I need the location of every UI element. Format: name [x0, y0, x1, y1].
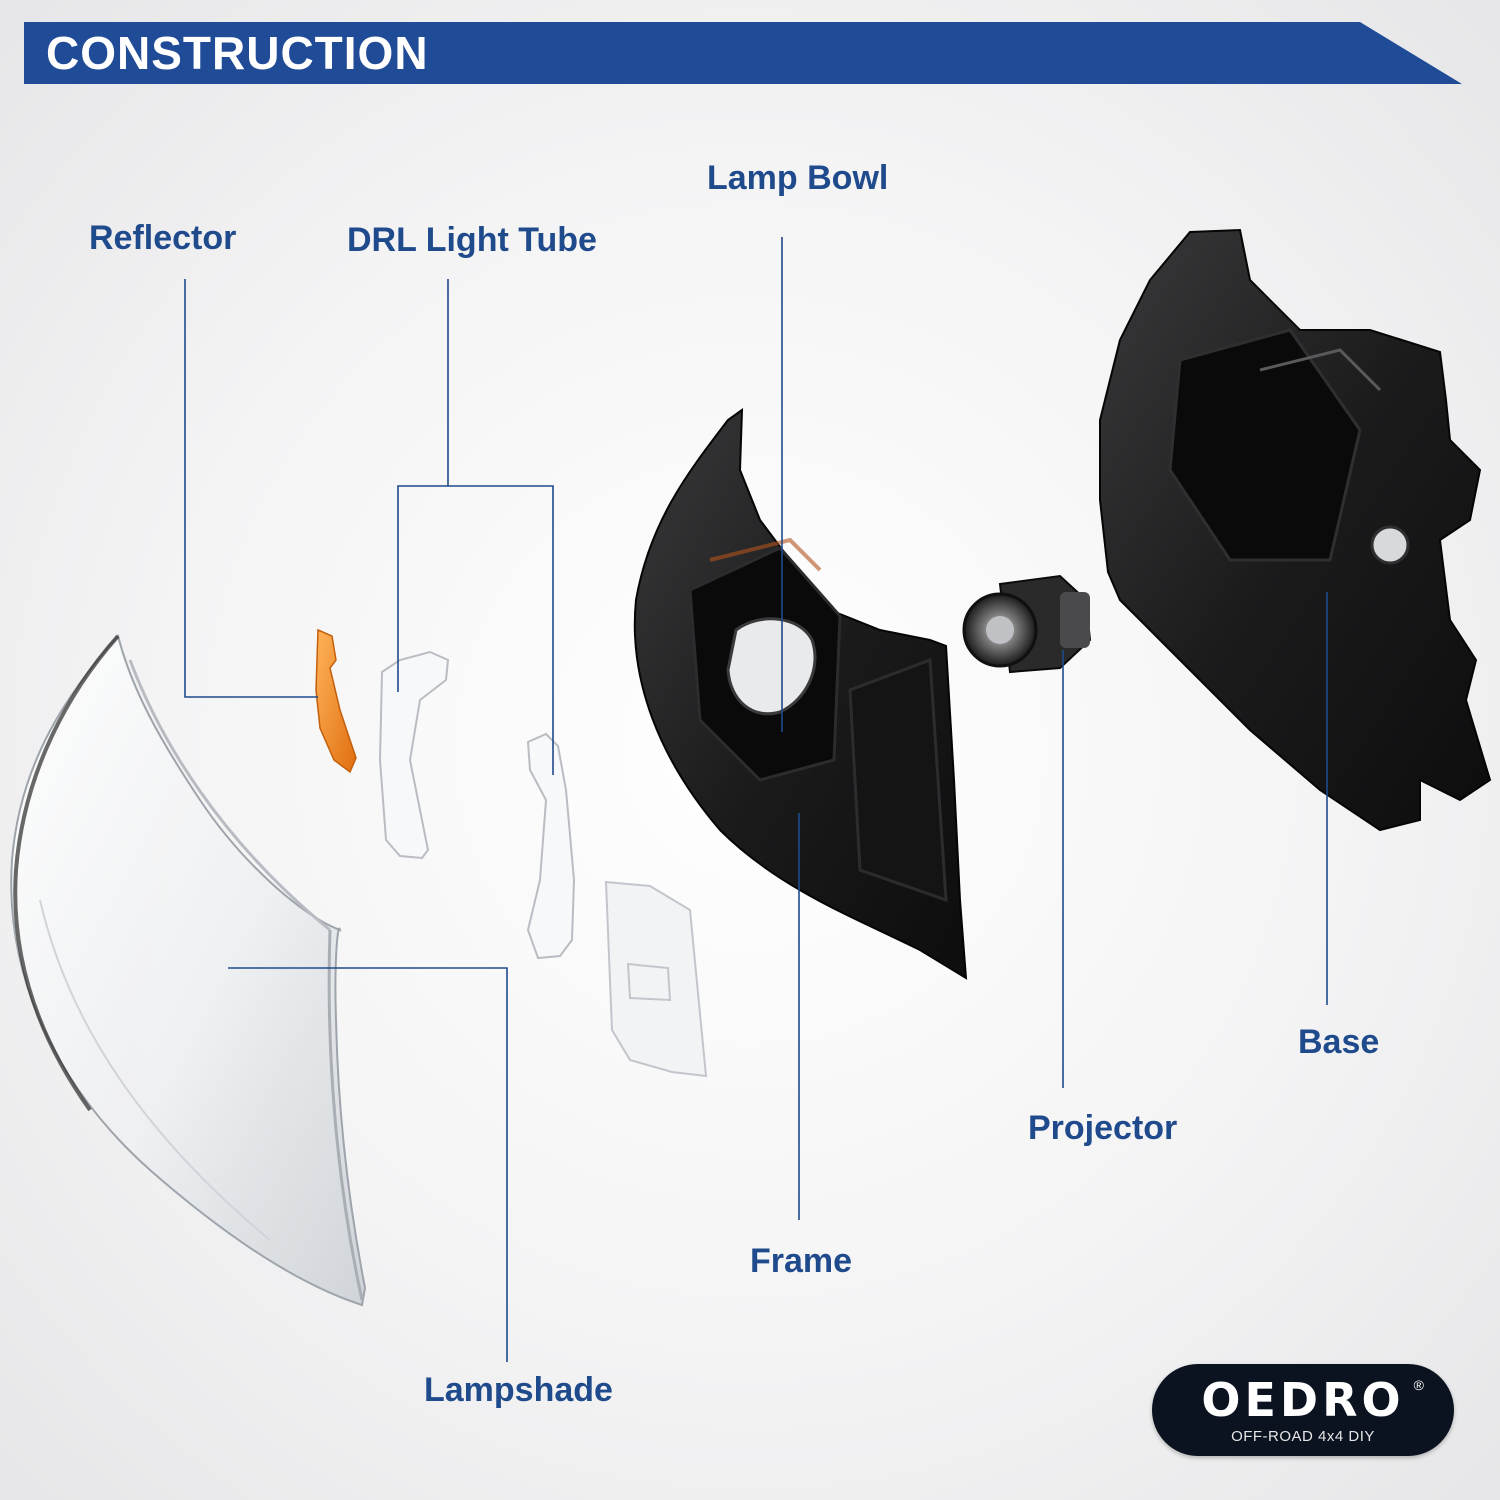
- projector-part: [962, 574, 1092, 674]
- reflector-part: [315, 628, 357, 774]
- leader-lines: [184, 237, 1328, 1362]
- label-reflector: Reflector: [89, 219, 237, 257]
- brand-logo: OEDRO ® OFF-ROAD 4x4 DIY: [1152, 1364, 1454, 1456]
- logo-tagline: OFF-ROAD 4x4 DIY: [1231, 1428, 1375, 1445]
- label-lampshade: Lampshade: [424, 1371, 613, 1409]
- label-frame: Frame: [750, 1242, 853, 1280]
- drl-light-tube-upper: [378, 650, 450, 860]
- page-title: CONSTRUCTION: [46, 27, 429, 79]
- lampshade-part: [10, 633, 367, 1307]
- frame-part: [633, 408, 968, 980]
- base-part: [1099, 228, 1492, 832]
- label-lamp-bowl: Lamp Bowl: [707, 159, 889, 197]
- drl-light-tube-bracket: [397, 485, 554, 775]
- reflector-leader-line: [184, 279, 318, 698]
- drl-light-tube-lower: [526, 732, 576, 960]
- label-projector: Projector: [1028, 1109, 1178, 1147]
- lampshade-leader-line: [228, 967, 508, 1362]
- registered-mark: ®: [1413, 1377, 1424, 1393]
- logo-wordmark: OEDRO: [1201, 1373, 1405, 1427]
- inner-panel-part: [604, 880, 708, 1078]
- header-banner: [24, 22, 1462, 84]
- label-drl-light-tube: DRL Light Tube: [347, 221, 597, 259]
- label-base: Base: [1298, 1023, 1380, 1061]
